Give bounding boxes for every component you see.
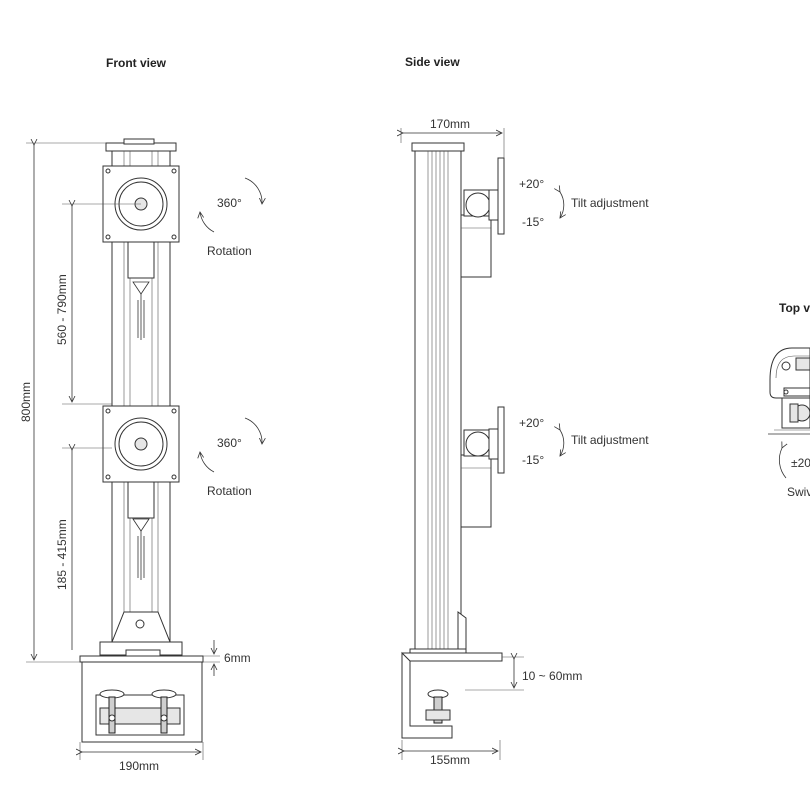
base-width-label: 190mm xyxy=(119,759,159,773)
top-depth-label: 170mm xyxy=(430,117,470,131)
swivel-angle-label: ±20 xyxy=(791,456,810,470)
front-view-drawing xyxy=(26,138,262,760)
swivel-label: Swiv xyxy=(787,485,810,499)
upper-adjust-label: 560 - 790mm xyxy=(55,274,69,345)
clamp-range-label: 10 ~ 60mm xyxy=(522,669,582,683)
base-thickness-label: 6mm xyxy=(224,651,251,665)
tilt-up-2: +20° xyxy=(519,416,544,430)
base-depth-label: 155mm xyxy=(430,753,470,767)
top-view-drawing xyxy=(768,347,810,479)
rotation-label-1: Rotation xyxy=(207,244,252,258)
tilt-down-1: -15° xyxy=(522,215,544,229)
side-view-title: Side view xyxy=(405,55,460,69)
side-view-drawing xyxy=(401,128,564,760)
tilt-down-2: -15° xyxy=(522,453,544,467)
rotation-angle-1: 360° xyxy=(217,196,242,210)
lower-adjust-label: 185 - 415mm xyxy=(55,519,69,590)
tilt-up-1: +20° xyxy=(519,177,544,191)
top-view-title: Top v xyxy=(779,301,810,315)
tilt-label-1: Tilt adjustment xyxy=(571,196,649,210)
height-total-label: 800mm xyxy=(19,382,33,422)
tilt-label-2: Tilt adjustment xyxy=(571,433,649,447)
rotation-label-2: Rotation xyxy=(207,484,252,498)
rotation-angle-2: 360° xyxy=(217,436,242,450)
front-view-title: Front view xyxy=(106,56,167,70)
